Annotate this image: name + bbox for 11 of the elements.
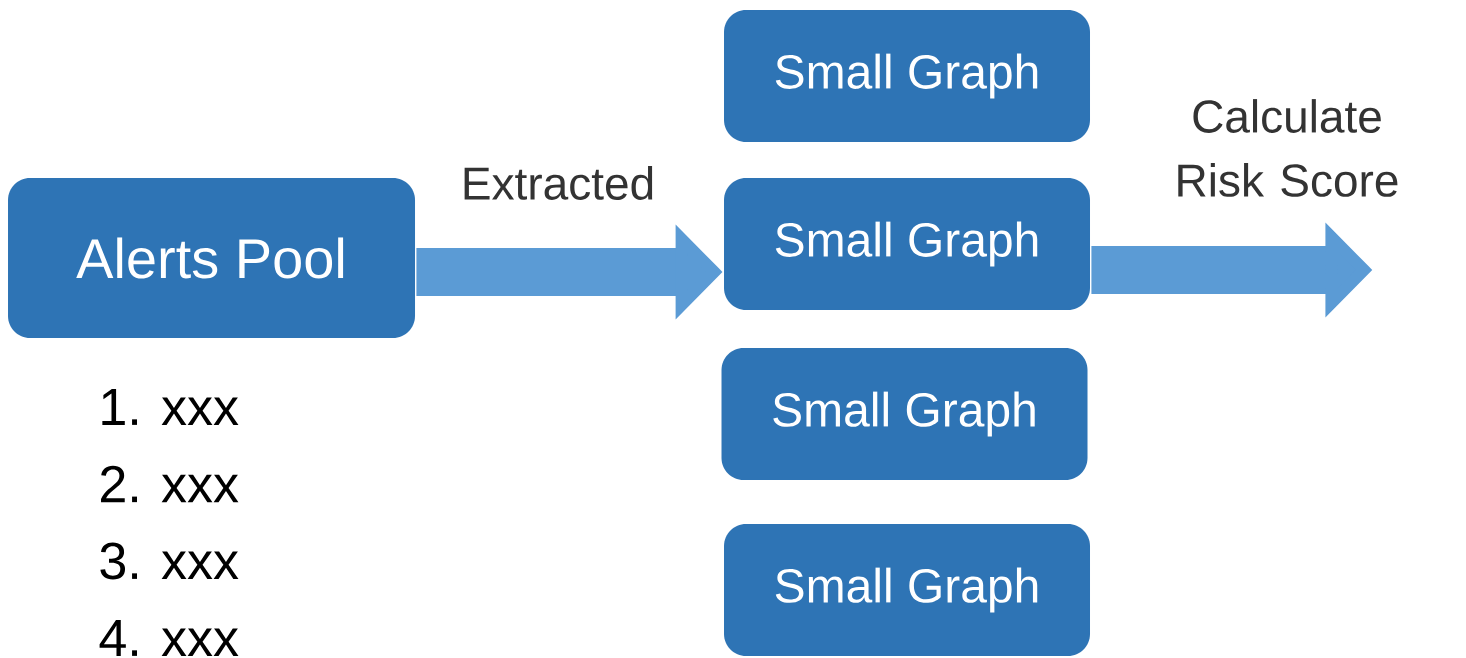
process-box: Small Graph [724,524,1090,656]
process-box: Small Graph [724,10,1090,142]
list-item: 1. xxx [102,389,239,425]
list-item: 3. xxx [100,542,239,580]
process-box: Alerts Pool [8,178,415,338]
process-box: Small Graph [721,348,1088,480]
edge-label: Calculate Risk Score [1178,99,1398,197]
edge-label: Extracted [464,166,653,200]
list-item: 4. xxx [99,620,239,656]
process-box: Small Graph [724,178,1090,310]
list-item: 2. xxx [101,465,239,503]
